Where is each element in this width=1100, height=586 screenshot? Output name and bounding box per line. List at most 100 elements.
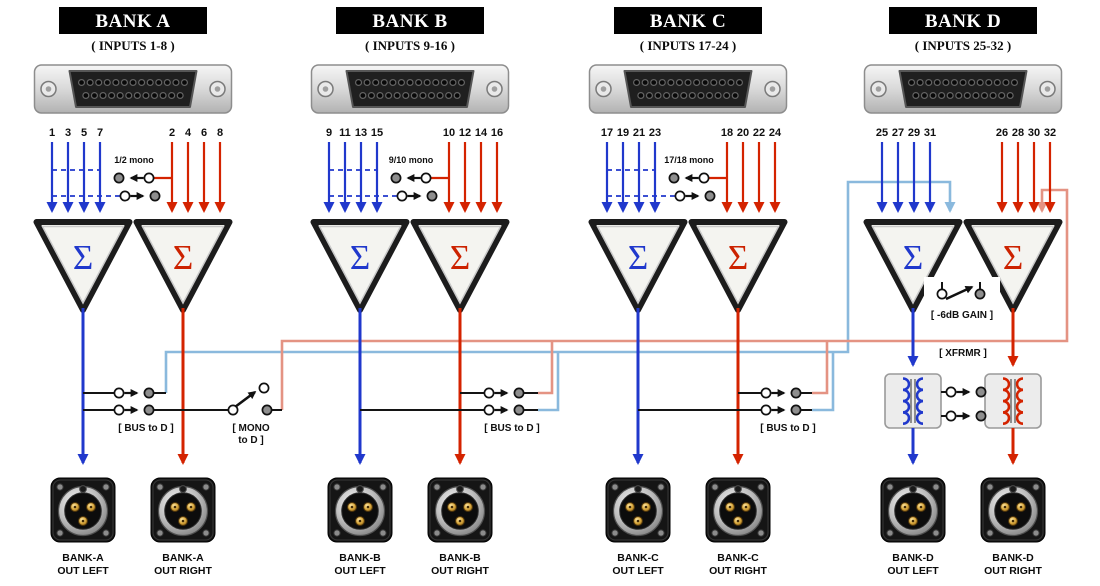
mono-switch-top-icon [669, 173, 708, 182]
sigma-symbol-left: Σ [903, 238, 923, 277]
bus-switch-row1-icon [114, 388, 153, 397]
bus-to-d-switch: [ BUS to D ] [83, 388, 228, 434]
xlr-out-left [50, 477, 116, 543]
svg-text:24: 24 [769, 127, 782, 139]
out-right-label2: OUT RIGHT [431, 565, 489, 577]
input-numbers: 17 19 21 23 18 20 22 24 [601, 127, 782, 139]
bank-title: BANK B [372, 11, 447, 32]
svg-text:28: 28 [1012, 127, 1024, 139]
transformer-right [983, 372, 1043, 430]
out-right-label2: OUT RIGHT [709, 565, 767, 577]
svg-text:10: 10 [443, 127, 455, 139]
input-lines-right [166, 142, 226, 213]
input-numbers: 25 27 29 31 26 28 30 32 [876, 127, 1056, 139]
out-left-label: BANK-C [617, 552, 659, 564]
svg-text:3: 3 [65, 127, 71, 139]
svg-text:15: 15 [371, 127, 383, 139]
svg-text:18: 18 [721, 127, 733, 139]
svg-text:17: 17 [601, 127, 613, 139]
bank-a: BANK A ( INPUTS 1-8 ) 1 3 5 7 2 4 6 8 1/… [35, 7, 282, 577]
bank-subtitle: ( INPUTS 9-16 ) [365, 38, 455, 53]
svg-text:4: 4 [185, 127, 192, 139]
input-numbers: 9 11 13 15 10 12 14 16 [326, 127, 503, 139]
bus-to-d-label: [ BUS to D ] [760, 423, 816, 434]
bank-c: BANK C ( INPUTS 17-24 ) 17 19 21 23 18 2… [590, 7, 816, 577]
input-lines-left [323, 142, 397, 213]
bus-switch-row2-icon [114, 405, 153, 414]
out-right-label: BANK-D [992, 552, 1034, 564]
xfrmr-section: [ XFRMR ] [883, 346, 1043, 430]
mono-switch-label: 17/18 mono [664, 155, 714, 165]
bank-subtitle: ( INPUTS 25-32 ) [915, 38, 1011, 53]
bus-line-left-to-d [164, 180, 956, 412]
bus-line-right-to-d [280, 188, 1069, 410]
mono-switch-bottom-icon [675, 191, 714, 200]
svg-text:19: 19 [617, 127, 629, 139]
xlr-out-right [980, 477, 1046, 543]
mono-sum-switch: 1/2 mono [114, 155, 172, 201]
mono-switch-bottom-icon [120, 191, 159, 200]
svg-text:22: 22 [753, 127, 765, 139]
gain-switch: [ -6dB GAIN ] [924, 277, 1000, 323]
mono-sum-switch: 17/18 mono [664, 155, 727, 201]
out-right-label: BANK-B [439, 552, 481, 564]
sigma-symbol-right: Σ [1003, 238, 1023, 277]
bus-switch-row2-icon [484, 405, 523, 414]
bus-switch-row2-icon [761, 405, 800, 414]
out-left-label2: OUT LEFT [887, 565, 939, 577]
svg-text:29: 29 [908, 127, 920, 139]
db25-connector [312, 65, 509, 113]
mono-sum-switch: 9/10 mono [389, 155, 449, 201]
mono-switch-label: 1/2 mono [114, 155, 154, 165]
bus-to-d-label: [ BUS to D ] [118, 423, 174, 434]
sigma-symbol-left: Σ [628, 238, 648, 277]
svg-text:5: 5 [81, 127, 87, 139]
out-right-label2: OUT RIGHT [154, 565, 212, 577]
out-left-label: BANK-B [339, 552, 381, 564]
bank-d: BANK D ( INPUTS 25-32 ) 25 27 29 31 26 2… [865, 7, 1062, 577]
bank-title-box [614, 7, 762, 34]
out-right-label: BANK-C [717, 552, 759, 564]
xlr-out-right [427, 477, 493, 543]
db25-connector [35, 65, 232, 113]
bank-title: BANK D [925, 11, 1001, 32]
transformer-left [883, 372, 943, 430]
bus-switch-row1-icon [761, 388, 800, 397]
db25-connector [865, 65, 1062, 113]
svg-text:16: 16 [491, 127, 503, 139]
sigma-symbol-right: Σ [173, 238, 193, 277]
svg-text:30: 30 [1028, 127, 1040, 139]
svg-text:12: 12 [459, 127, 471, 139]
out-left-label2: OUT LEFT [334, 565, 386, 577]
xlr-out-right [150, 477, 216, 543]
xlr-out-left [605, 477, 671, 543]
out-left-label: BANK-A [62, 552, 104, 564]
mono-switch-top-icon [114, 173, 153, 182]
svg-text:2: 2 [169, 127, 175, 139]
bank-title: BANK A [95, 11, 170, 32]
svg-text:26: 26 [996, 127, 1008, 139]
input-numbers: 1 3 5 7 2 4 6 8 [49, 127, 223, 139]
xlr-out-right [705, 477, 771, 543]
out-left-label: BANK-D [892, 552, 934, 564]
xlr-out-left [880, 477, 946, 543]
sigma-symbol-left: Σ [350, 238, 370, 277]
svg-text:1: 1 [49, 127, 55, 139]
bank-title: BANK C [650, 11, 726, 32]
mono-to-d-switch: [ MONO to D ] [227, 382, 282, 446]
bank-subtitle: ( INPUTS 17-24 ) [640, 38, 736, 53]
bus-to-d-switch: [ BUS to D ] [360, 388, 540, 434]
bank-title-box [59, 7, 207, 34]
gain-switch-label: [ -6dB GAIN ] [931, 310, 993, 321]
sigma-symbol-right: Σ [728, 238, 748, 277]
svg-text:20: 20 [737, 127, 749, 139]
input-lines-right [996, 142, 1056, 213]
svg-text:9: 9 [326, 127, 332, 139]
xfrmr-bypass-switch-bottom-icon [946, 411, 985, 420]
bank-subtitle: ( INPUTS 1-8 ) [91, 38, 174, 53]
out-right-label2: OUT RIGHT [984, 565, 1042, 577]
bus-switch-row1-icon [484, 388, 523, 397]
mono-to-d-label-line1: [ MONO [232, 423, 269, 434]
